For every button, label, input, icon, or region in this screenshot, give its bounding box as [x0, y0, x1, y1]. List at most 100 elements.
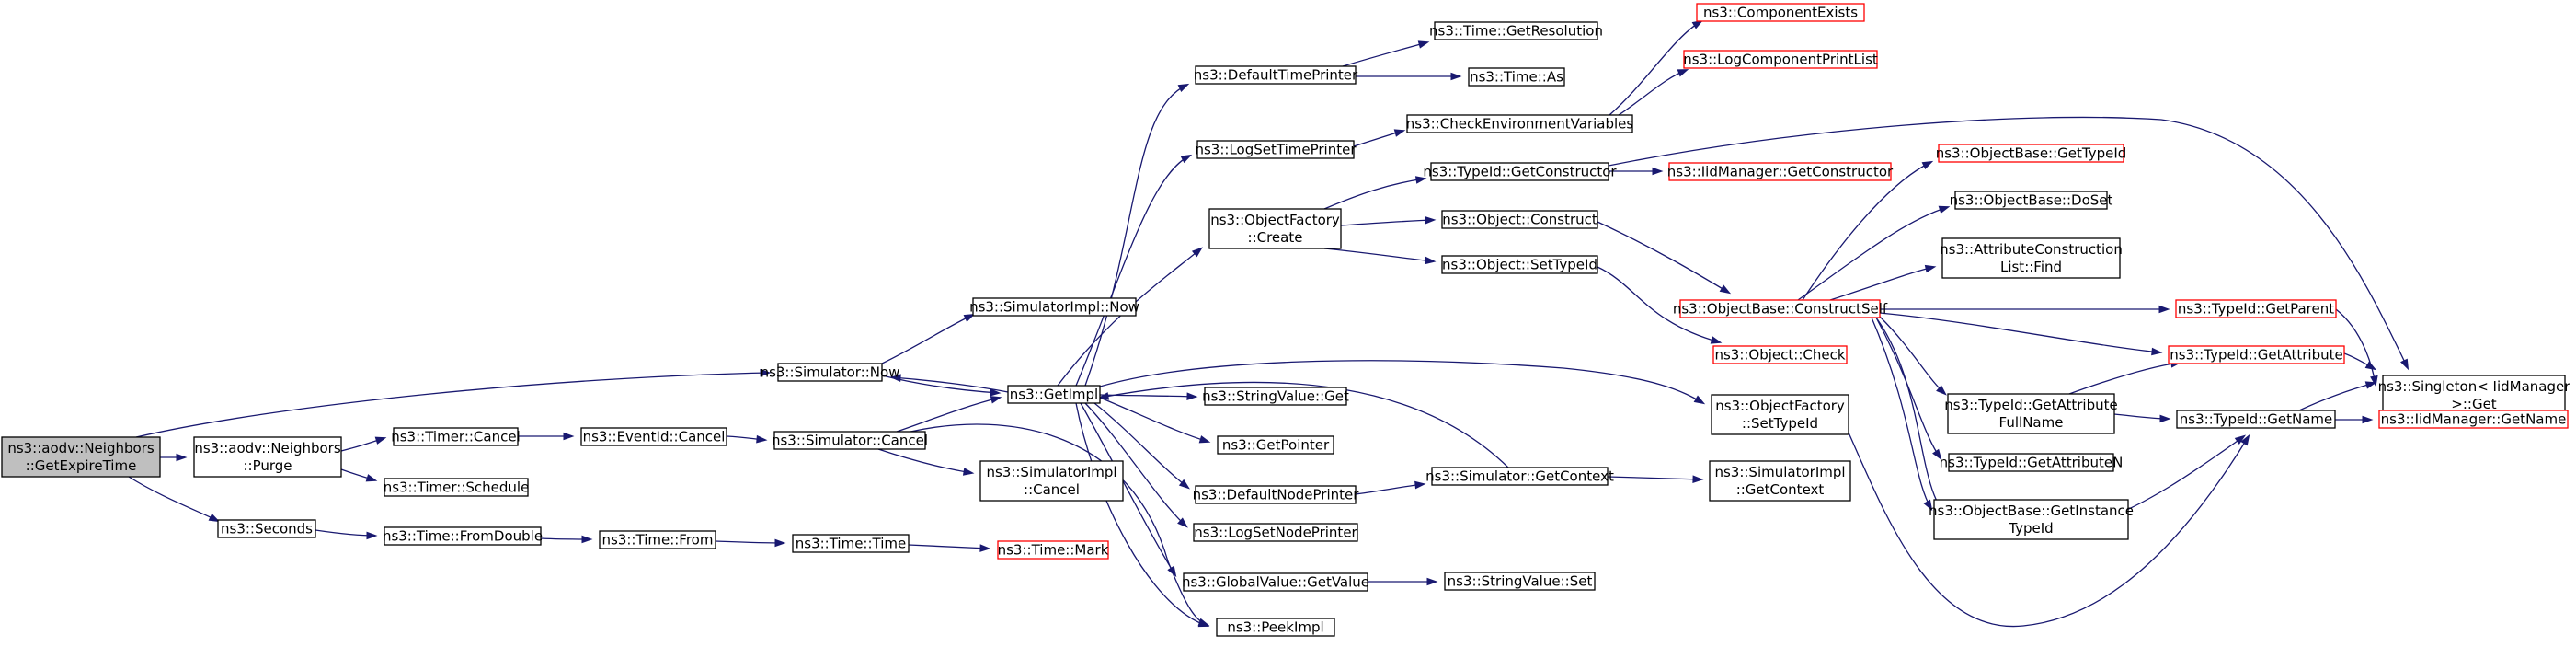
node-box: [2378, 410, 2569, 429]
edge-n17-to-n29: [1323, 248, 1437, 265]
node-label: ns3::ObjectBase::GetTypeId: [1936, 145, 2127, 162]
edge-n30-to-n38: [1607, 475, 1704, 483]
node-n21[interactable]: ns3::LogSetNodePrinter: [1193, 523, 1358, 542]
node-label: ns3::Seconds: [221, 521, 313, 537]
node-n9[interactable]: ns3::Simulator::Cancel: [772, 431, 928, 450]
node-n6[interactable]: ns3::Time::FromDouble: [383, 526, 543, 546]
node-label: ns3::ObjectFactory: [1715, 398, 1845, 414]
node-n20[interactable]: ns3::DefaultNodePrinter: [1193, 485, 1360, 504]
edge-n35-to-n43: [1879, 312, 2163, 356]
node-n39[interactable]: ns3::ObjectBase::GetTypeId: [1936, 144, 2127, 163]
node-label: ns3::Time::Mark: [998, 542, 1109, 559]
edge-n12-to-n37: [1099, 360, 1706, 405]
node-label: ns3::TypeId::GetParent: [2178, 301, 2334, 318]
edge-n0-to-n3: [128, 476, 221, 523]
node-n32[interactable]: ns3::ComponentExists: [1696, 3, 1865, 22]
edge-n3-to-n6: [315, 529, 378, 540]
node-label: ns3::LogComponentPrintList: [1683, 52, 1878, 68]
node-n38[interactable]: ns3::SimulatorImpl::GetContext: [1709, 460, 1851, 502]
node-label: ns3::ObjectBase::DoSet: [1950, 192, 2113, 209]
edge-n37-to-n48: [1848, 432, 2250, 628]
node-n27[interactable]: ns3::TypeId::GetConstructor: [1423, 162, 1617, 181]
edge-n1-to-n11: [881, 313, 976, 364]
node-box: [1938, 144, 2124, 163]
edge-n8-to-n10: [715, 538, 786, 548]
node-n35[interactable]: ns3::ObjectBase::ConstructSelf: [1673, 299, 1888, 318]
node-n26[interactable]: ns3::CheckEnvironmentVariables: [1406, 114, 1634, 133]
node-label: ns3::Object::Check: [1714, 347, 1845, 364]
node-label: ns3::TypeId::GetAttribute: [2170, 347, 2342, 364]
node-n17[interactable]: ns3::ObjectFactory::Create: [1208, 208, 1342, 249]
node-box: [384, 478, 529, 497]
edge-n27-to-n47: [1608, 116, 2410, 371]
node-n13[interactable]: ns3::SimulatorImpl::Cancel: [979, 460, 1124, 502]
node-label: ns3::Object::Construct: [1442, 212, 1597, 228]
edge-n4-to-n7: [518, 432, 575, 441]
node-n34[interactable]: ns3::IidManager::GetConstructor: [1667, 162, 1894, 181]
node-n31[interactable]: ns3::StringValue::Set: [1444, 572, 1596, 591]
node-n25[interactable]: ns3::Time::As: [1468, 67, 1565, 87]
node-box: [979, 460, 1124, 502]
edge-n9-to-n12: [896, 396, 1002, 433]
node-n42[interactable]: ns3::TypeId::GetParent: [2175, 299, 2337, 318]
node-n22[interactable]: ns3::GlobalValue::GetValue: [1182, 572, 1369, 592]
node-n36[interactable]: ns3::Object::Check: [1712, 345, 1848, 364]
edge-n12-to-n19: [1099, 397, 1211, 444]
node-box: [2175, 299, 2337, 318]
node-n45[interactable]: ns3::TypeId::GetAttributeN: [1940, 453, 2124, 472]
node-label: ns3::Object::SetTypeId: [1442, 257, 1597, 273]
node-n48[interactable]: ns3::TypeId::GetName: [2176, 410, 2336, 429]
call-nodes: ns3::aodv::Neighbors::GetExpireTimens3::…: [1, 3, 2571, 637]
node-n49[interactable]: ns3::IidManager::GetName: [2378, 410, 2569, 429]
node-n23[interactable]: ns3::PeekImpl: [1216, 618, 1335, 637]
node-box: [1195, 485, 1357, 504]
node-n15[interactable]: ns3::DefaultTimePrinter: [1194, 65, 1358, 85]
node-label: ::Cancel: [1024, 481, 1080, 498]
node-n19[interactable]: ns3::GetPointer: [1217, 435, 1334, 455]
node-n8[interactable]: ns3::Time::From: [599, 530, 716, 549]
node-n5[interactable]: ns3::Timer::Schedule: [384, 478, 530, 497]
node-n47[interactable]: ns3::Singleton< IidManager >::Get: [2378, 375, 2571, 416]
node-n4[interactable]: ns3::Timer::Cancel: [391, 427, 521, 446]
node-label: >::Get: [2451, 396, 2497, 412]
node-box: [1711, 394, 1849, 435]
node-box: [1430, 162, 1609, 181]
node-box: [1668, 162, 1892, 181]
node-label: ns3::Time::From: [602, 532, 714, 549]
node-n10[interactable]: ns3::Time::Time: [792, 534, 910, 553]
edge-n35-to-n40: [1797, 205, 1951, 301]
node-n33[interactable]: ns3::LogComponentPrintList: [1683, 50, 1878, 69]
node-n29[interactable]: ns3::Object::SetTypeId: [1441, 255, 1598, 274]
edge-n42-to-n47: [2335, 308, 2378, 387]
node-n37[interactable]: ns3::ObjectFactory::SetTypeId: [1711, 394, 1849, 435]
node-box: [393, 427, 519, 446]
node-box: [1712, 345, 1848, 364]
edge-n16-to-n26: [1353, 129, 1406, 147]
node-n30[interactable]: ns3::Simulator::GetContext: [1425, 467, 1614, 486]
node-n2[interactable]: ns3::aodv::Neighbors::Purge: [193, 436, 342, 478]
edge-n9-to-n13: [877, 448, 975, 476]
node-label: ns3::EventId::Cancel: [583, 429, 726, 445]
node-n40[interactable]: ns3::ObjectBase::DoSet: [1950, 191, 2113, 210]
node-n43[interactable]: ns3::TypeId::GetAttribute: [2168, 345, 2345, 364]
node-label: ns3::Time::Time: [796, 536, 907, 552]
node-n16[interactable]: ns3::LogSetTimePrinter: [1195, 140, 1357, 159]
node-label: ns3::DefaultTimePrinter: [1194, 67, 1358, 84]
node-label: TypeId: [2008, 520, 2053, 537]
node-box: [384, 526, 542, 546]
node-n11[interactable]: ns3::SimulatorImpl::Now: [969, 297, 1139, 317]
node-n14[interactable]: ns3::Time::Mark: [997, 540, 1109, 560]
node-n24[interactable]: ns3::Time::GetResolution: [1429, 21, 1603, 40]
node-n12[interactable]: ns3::GetImpl: [1007, 385, 1101, 404]
node-n7[interactable]: ns3::EventId::Cancel: [580, 427, 727, 446]
edge-n27-to-n34: [1609, 167, 1664, 176]
node-label: ns3::aodv::Neighbors: [7, 440, 155, 456]
node-n18[interactable]: ns3::StringValue::Get: [1202, 387, 1349, 406]
node-n3[interactable]: ns3::Seconds: [217, 519, 316, 538]
node-n28[interactable]: ns3::Object::Construct: [1441, 210, 1598, 229]
node-box: [773, 431, 926, 450]
node-n1[interactable]: ns3::Simulator::Now: [761, 363, 900, 382]
